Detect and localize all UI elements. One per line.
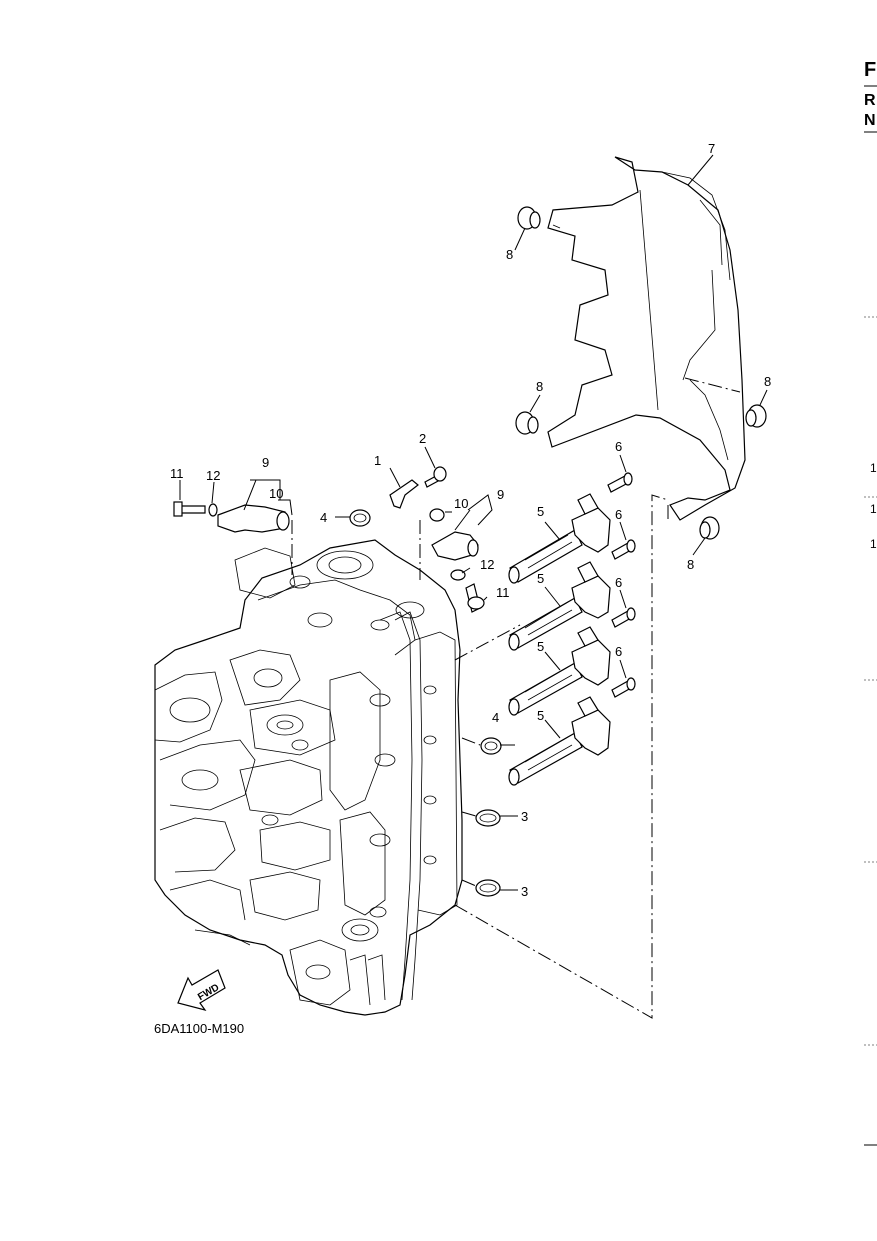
- clamp-4b: [480, 737, 502, 755]
- bolt-6d: [611, 677, 636, 698]
- header-letter-f: F: [864, 59, 876, 81]
- right-edge-marks: 1 1 1: [864, 316, 877, 1146]
- callout-8c: 8: [764, 374, 771, 389]
- edge-mark-2: 1: [870, 502, 877, 516]
- assembly-reference-lines: [291, 377, 741, 1019]
- callout-4b: 4: [492, 710, 499, 725]
- cam-position-sensor-middle: [429, 508, 485, 613]
- ignition-coil-3: [508, 626, 611, 716]
- callout-8a: 8: [506, 247, 513, 262]
- callout-6b: 6: [615, 507, 622, 522]
- callout-5a: 5: [537, 504, 544, 519]
- callout-12a: 12: [206, 468, 220, 483]
- bolt-6c: [611, 607, 636, 628]
- ignition-coil-1: [508, 493, 611, 584]
- hose-clamps: [349, 509, 502, 897]
- callout-5c: 5: [537, 639, 544, 654]
- callout-3a: 3: [521, 809, 528, 824]
- page-header-letters: F R N: [864, 59, 877, 133]
- callout-6d: 6: [615, 644, 622, 659]
- callout-5b: 5: [537, 571, 544, 586]
- grommet-4: [699, 516, 720, 540]
- ignition-coil-stack: [508, 493, 611, 786]
- callout-2: 2: [419, 431, 426, 446]
- callout-6a: 6: [615, 439, 622, 454]
- header-letter-r: R: [864, 92, 876, 109]
- callout-12b: 12: [480, 557, 494, 572]
- bracket-and-bolt: [389, 466, 447, 509]
- grommet-group: [515, 206, 767, 540]
- grommet-3: [745, 404, 767, 428]
- leader-lines: [179, 154, 768, 891]
- callout-11a: 11: [170, 466, 184, 481]
- callout-11b: 11: [496, 585, 510, 600]
- callout-7: 7: [708, 141, 715, 156]
- clamp-3a: [475, 809, 501, 827]
- coil-bolt-group: [607, 472, 636, 698]
- fwd-arrow-icon: FWD: [177, 969, 226, 1011]
- callout-10b: 10: [454, 496, 468, 511]
- edge-mark-3: 1: [870, 537, 877, 551]
- grommet-2: [515, 411, 539, 435]
- bolt-6a: [607, 472, 633, 493]
- callout-9a: 9: [262, 455, 269, 470]
- header-letter-n: N: [864, 112, 876, 129]
- bolt-6b: [611, 539, 636, 560]
- cam-position-sensor-left: [173, 501, 290, 533]
- callout-3b: 3: [521, 884, 528, 899]
- callout-8d: 8: [687, 557, 694, 572]
- callout-10a: 10: [269, 486, 283, 501]
- ignition-coil-cover: [547, 156, 746, 521]
- figure-code: 6DA1100-M190: [154, 1021, 244, 1036]
- clamp-4a: [349, 509, 371, 527]
- callout-8b: 8: [536, 379, 543, 394]
- engine-block-illustration: [154, 539, 463, 1016]
- ignition-coil-4: [508, 696, 611, 786]
- ignition-coil-2: [508, 561, 611, 651]
- callout-5d: 5: [537, 708, 544, 723]
- grommet-1: [517, 206, 541, 230]
- callout-9b: 9: [497, 487, 504, 502]
- callout-1: 1: [374, 453, 381, 468]
- callout-labels: 1 2 3 3 4 4 5 5 5 5 6 6 6 6 7 8 8 8 8 9 …: [170, 141, 771, 899]
- edge-mark-1: 1: [870, 461, 877, 475]
- callout-6c: 6: [615, 575, 622, 590]
- callout-4a: 4: [320, 510, 327, 525]
- clamp-3b: [475, 879, 501, 897]
